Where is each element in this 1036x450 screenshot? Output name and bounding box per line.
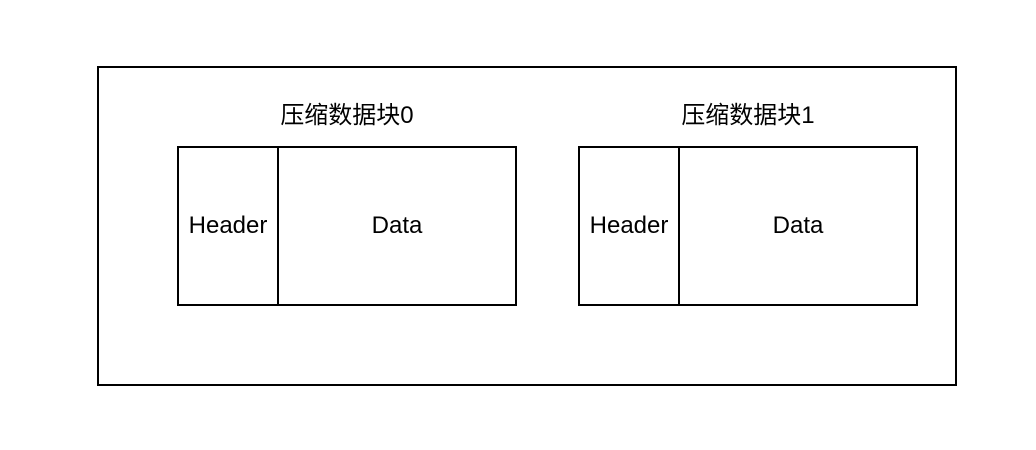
block-1-title: 压缩数据块1 xyxy=(681,102,815,129)
block-0-header-cell: Header xyxy=(179,148,279,304)
block-0-title: 压缩数据块0 xyxy=(280,102,414,129)
block-1-header-cell: Header xyxy=(580,148,680,304)
block-0-data-cell: Data xyxy=(371,212,423,239)
compressed-block-1: 压缩数据块1 Header Data xyxy=(578,104,918,306)
outer-frame: 压缩数据块0 Header Data 压缩数据块1 Header Data xyxy=(97,66,957,386)
block-0-rect: Header Data xyxy=(177,146,517,306)
compressed-block-0: 压缩数据块0 Header Data xyxy=(177,104,517,306)
block-1-rect: Header Data xyxy=(578,146,918,306)
block-1-data-cell: Data xyxy=(772,212,824,239)
